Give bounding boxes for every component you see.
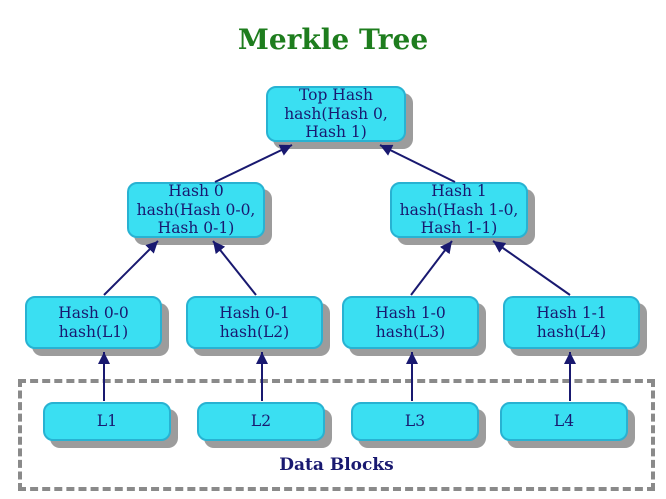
- edge-hash0-tophash: [214, 144, 293, 183]
- data-blocks-label: Data Blocks: [279, 455, 394, 475]
- node-l2: L2: [197, 402, 325, 441]
- node-hash-0-0: Hash 0-0 hash(L1): [25, 296, 162, 349]
- node-hash-1: Hash 1 hash(Hash 1-0, Hash 1-1): [390, 182, 528, 238]
- node-hash-1-0: Hash 1-0 hash(L3): [342, 296, 479, 349]
- edge-hash01-hash0: [212, 240, 257, 296]
- node-l4: L4: [500, 402, 628, 441]
- node-l1: L1: [43, 402, 171, 441]
- node-hash-0: Hash 0 hash(Hash 0-0, Hash 0-1): [127, 182, 265, 238]
- edge-hash10-hash1: [410, 240, 453, 296]
- edge-hash11-hash1: [492, 240, 571, 296]
- diagram-title: Merkle Tree: [237, 23, 429, 56]
- node-hash-0-1: Hash 0-1 hash(L2): [186, 296, 323, 349]
- node-l3: L3: [351, 402, 479, 441]
- data-blocks-container: Data Blocks: [18, 379, 655, 491]
- node-top-hash: Top Hash hash(Hash 0, Hash 1): [266, 86, 406, 142]
- edge-hash00-hash0: [103, 240, 159, 296]
- node-hash-1-1: Hash 1-1 hash(L4): [503, 296, 640, 349]
- edge-hash1-tophash: [379, 144, 456, 183]
